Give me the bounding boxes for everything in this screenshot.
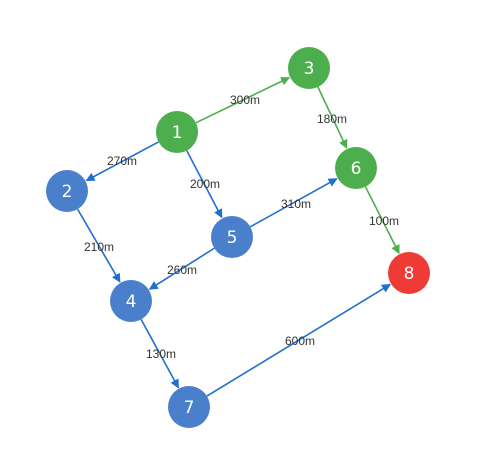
node-7[interactable]: 7 xyxy=(168,386,210,428)
node-circle-2[interactable] xyxy=(46,170,88,212)
node-label-5: 5 xyxy=(227,228,238,248)
edge-3-6 xyxy=(317,86,348,149)
edges-layer xyxy=(76,76,400,397)
edge-1-2 xyxy=(85,141,159,182)
edge-1-3 xyxy=(195,76,291,124)
node-5[interactable]: 5 xyxy=(211,216,253,258)
edge-label-2-4: 210m xyxy=(84,240,114,254)
node-circle-4[interactable] xyxy=(110,280,152,322)
node-4[interactable]: 4 xyxy=(110,280,152,322)
node-label-2: 2 xyxy=(62,182,73,202)
edge-7-8 xyxy=(206,283,391,397)
edge-labels-layer: 300m 180m 100m 270m 200m 210m 310m 260m 130m 600m xyxy=(84,93,399,361)
edge-label-5-6: 310m xyxy=(281,197,311,211)
node-label-3: 3 xyxy=(304,59,315,79)
edge-6-8 xyxy=(364,186,400,255)
nodes-layer: 1 2 3 4 5 6 7 8 xyxy=(46,47,430,428)
node-label-1: 1 xyxy=(172,123,183,143)
node-1[interactable]: 1 xyxy=(156,111,198,153)
edge-2-4 xyxy=(76,208,121,283)
edge-5-4 xyxy=(148,247,215,290)
edge-label-1-2: 270m xyxy=(107,154,137,168)
node-circle-1[interactable] xyxy=(156,111,198,153)
node-6[interactable]: 6 xyxy=(335,147,377,189)
node-label-7: 7 xyxy=(184,398,195,418)
node-3[interactable]: 3 xyxy=(288,47,330,89)
node-label-4: 4 xyxy=(126,292,137,312)
node-8[interactable]: 8 xyxy=(388,252,430,294)
node-label-6: 6 xyxy=(351,159,362,179)
edge-5-6 xyxy=(249,177,338,228)
node-2[interactable]: 2 xyxy=(46,170,88,212)
node-label-8: 8 xyxy=(404,264,415,284)
edge-4-7 xyxy=(140,319,180,389)
edge-label-1-3: 300m xyxy=(230,93,260,107)
edge-label-7-8: 600m xyxy=(285,334,315,348)
node-circle-7[interactable] xyxy=(168,386,210,428)
node-circle-6[interactable] xyxy=(335,147,377,189)
edge-label-3-6: 180m xyxy=(317,112,347,126)
edge-label-1-5: 200m xyxy=(190,177,220,191)
edge-label-5-4: 260m xyxy=(167,263,197,277)
node-circle-3[interactable] xyxy=(288,47,330,89)
node-circle-5[interactable] xyxy=(211,216,253,258)
edge-label-6-8: 100m xyxy=(369,214,399,228)
node-circle-8[interactable] xyxy=(388,252,430,294)
edge-label-4-7: 130m xyxy=(146,347,176,361)
edge-1-5 xyxy=(186,150,223,219)
